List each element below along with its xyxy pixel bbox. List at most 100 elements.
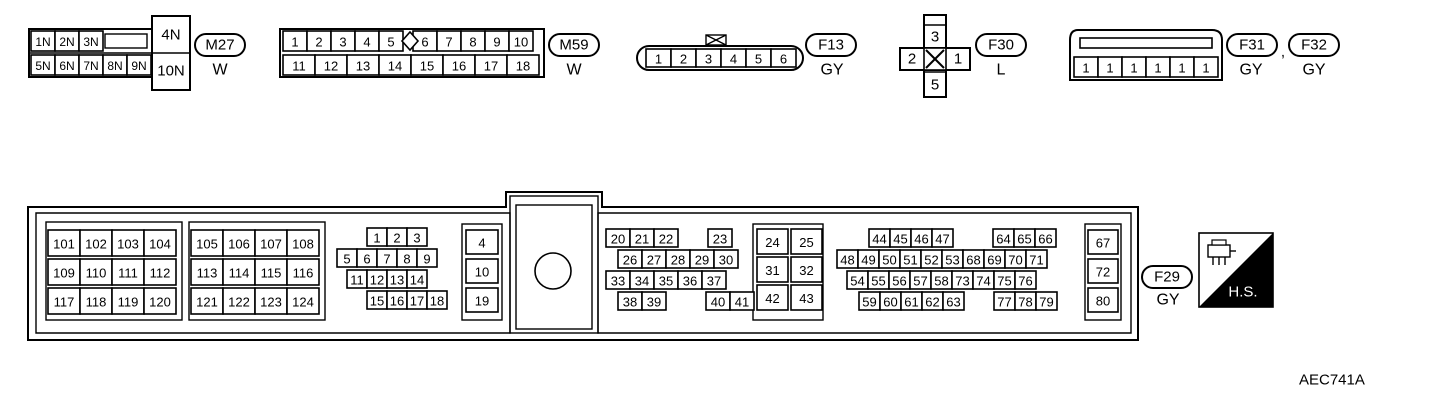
- connector-outline-icon: [1207, 239, 1236, 265]
- f29-pin-56-label: 56: [892, 274, 906, 289]
- f29-pin-50-label: 50: [882, 253, 896, 268]
- f29-pin-70: 70: [1004, 249, 1027, 269]
- f29-pin-36-label: 36: [683, 274, 697, 289]
- f32-tag: F32: [1301, 37, 1327, 54]
- f29-pin-50: 50: [878, 249, 901, 269]
- m59-pin-3: 3: [330, 30, 356, 52]
- f29-pin-32-box: [790, 256, 823, 283]
- f29-pin-13: 13: [386, 269, 408, 289]
- f29-pin-55-label: 55: [871, 274, 885, 289]
- f29-pin-24-label: 24: [765, 235, 779, 250]
- f29-pin-115-label: 115: [261, 266, 282, 281]
- f29-pin-37-label: 37: [707, 274, 721, 289]
- f29-pin-39: 39: [641, 291, 667, 311]
- f13-tag-oval: [805, 33, 857, 57]
- f29-pin-51-label: 51: [903, 253, 917, 268]
- f29-pin-74-label: 74: [976, 274, 990, 289]
- f29-pin-55: 55: [867, 270, 890, 290]
- f29-pin-47-label: 47: [935, 232, 949, 247]
- f29-pin-39-box: [641, 291, 667, 311]
- f29-pin-27: 27: [641, 249, 667, 269]
- m59-tag: M59: [559, 37, 588, 54]
- f29-pin-112-label: 112: [150, 266, 171, 281]
- f29-pin-25-label: 25: [799, 235, 813, 250]
- f29-pin-102: 102: [79, 229, 113, 257]
- m59-pin-8-label: 8: [469, 35, 476, 50]
- f29-pin-74: 74: [972, 270, 995, 290]
- f29-pin-80: 80: [1087, 287, 1119, 313]
- f29-pin-66-box: [1034, 228, 1057, 248]
- f29-pin-107-label: 107: [260, 237, 282, 252]
- f29-pin-54: 54: [846, 270, 869, 290]
- f29-pin-122: 122: [222, 287, 256, 315]
- f29-pin-105-box: [190, 229, 224, 257]
- f29-pin-116: 116: [286, 258, 320, 286]
- f29-pin-1: 1: [366, 227, 388, 247]
- m59-pin-16-label: 16: [452, 59, 466, 74]
- m27-pin-6n: 6N: [54, 54, 80, 76]
- m59-pin-13: 13: [346, 54, 380, 76]
- f29-pin-43-label: 43: [799, 291, 813, 306]
- f13-pin-4: 4: [720, 48, 747, 68]
- f29-pin-18: 18: [426, 290, 448, 310]
- f29-pin-58-label: 58: [934, 274, 948, 289]
- m59-pin-14-label: 14: [388, 59, 402, 74]
- m27-pin-9n: 9N: [126, 54, 152, 76]
- f29-pin-40: 40: [705, 291, 731, 311]
- f29-block6-frame: [752, 223, 824, 321]
- f29-pin-109-label: 109: [53, 266, 75, 281]
- m59-pin-5: 5: [378, 30, 404, 52]
- hs-badge: H.S.: [1198, 232, 1274, 308]
- m27-pin-2n-label: 2N: [59, 35, 74, 49]
- f29-pin-2: 2: [386, 227, 408, 247]
- f29-pin-59-label: 59: [862, 295, 876, 310]
- f29-color: GY: [1156, 292, 1179, 309]
- f29-pin-112: 112: [143, 258, 177, 286]
- m27-pin-2n: 2N: [54, 30, 80, 52]
- f29-pin-22-box: [653, 228, 679, 248]
- f29-pin-72-label: 72: [1096, 265, 1110, 280]
- f29-pin-11: 11: [346, 269, 368, 289]
- f29-pin-19-box: [465, 287, 499, 313]
- f29-pin-66-label: 66: [1038, 232, 1052, 247]
- f13-pin-5: 5: [745, 48, 772, 68]
- f29-pin-68-label: 68: [966, 253, 980, 268]
- f29-pin-21-label: 21: [635, 232, 649, 247]
- f29-pin-16-label: 16: [390, 294, 404, 309]
- f29-pin-117-box: [47, 287, 81, 315]
- f13-pin-5-label: 5: [755, 52, 762, 67]
- f30-pin-right: 1: [954, 51, 962, 68]
- f29-pin-103: 103: [111, 229, 145, 257]
- f29-pin-124-label: 124: [292, 295, 314, 310]
- m27-pin-3n-label: 3N: [83, 35, 98, 49]
- f29-pin-80-label: 80: [1096, 294, 1110, 309]
- m59-pin-13-label: 13: [356, 59, 370, 74]
- f29-pin-31-label: 31: [765, 263, 779, 278]
- f29-pin-79: 79: [1035, 291, 1058, 311]
- f29-pin-119-label: 119: [118, 295, 139, 310]
- f29-pin-38-label: 38: [623, 295, 637, 310]
- m27-pin-3n-box: [78, 30, 104, 52]
- f31-pin-1: 1: [1169, 56, 1195, 78]
- m27-pin-5n-label: 5N: [35, 59, 50, 73]
- f29-pin-107: 107: [254, 229, 288, 257]
- m27-latch: [104, 33, 148, 49]
- f29-pin-15: 15: [366, 290, 388, 310]
- f29-pin-12: 12: [366, 269, 388, 289]
- f29-pin-37-box: [701, 270, 727, 290]
- f29-pin-79-box: [1035, 291, 1058, 311]
- f29-pin-104-label: 104: [149, 237, 171, 252]
- m27-pin-8n: 8N: [102, 54, 128, 76]
- f29-pin-25: 25: [790, 228, 823, 255]
- m59-pin-8: 8: [460, 30, 486, 52]
- f13-pin-4-label: 4: [730, 52, 737, 67]
- f13-pin-1-label: 1: [655, 52, 662, 67]
- f29-pin-71-box: [1025, 249, 1048, 269]
- f29-pin-48-label: 48: [840, 253, 854, 268]
- f29-pin-114-label: 114: [229, 266, 250, 281]
- f29-pin-2-label: 2: [393, 231, 400, 246]
- f29-tag: F29: [1154, 269, 1180, 286]
- f29-pin-68: 68: [962, 249, 985, 269]
- f29-pin-124: 124: [286, 287, 320, 315]
